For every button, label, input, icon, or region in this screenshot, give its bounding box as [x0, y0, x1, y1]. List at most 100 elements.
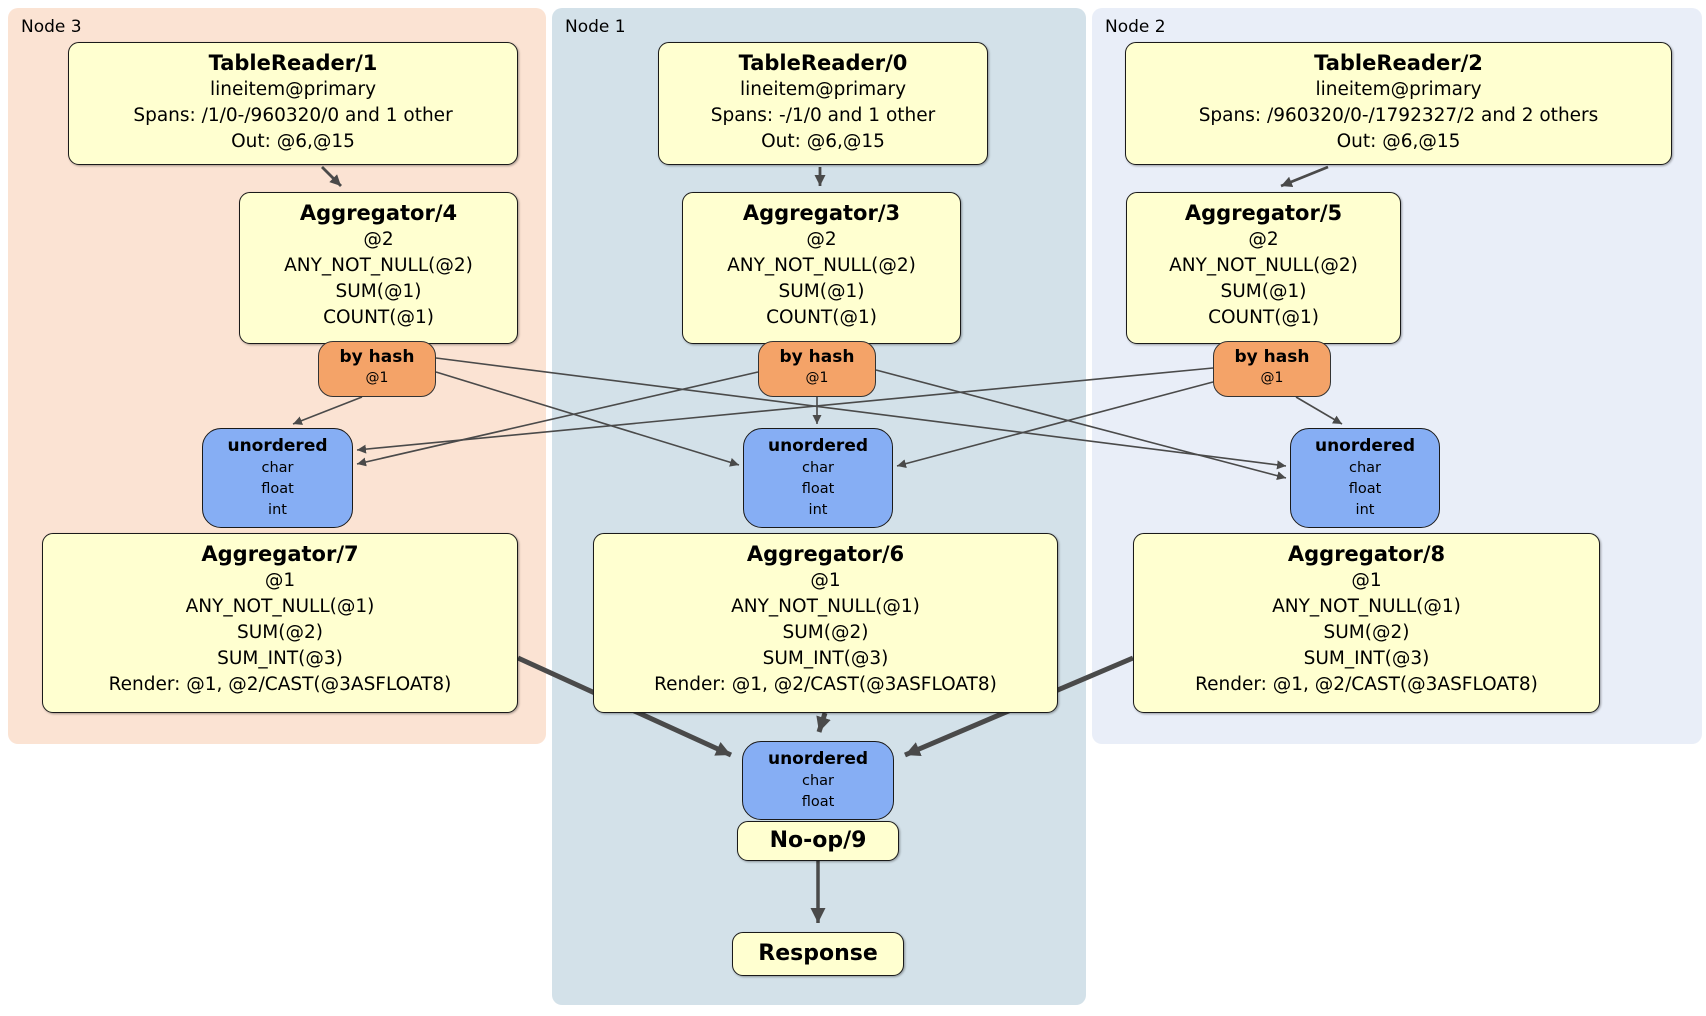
aggregator-5-title: Aggregator/5 [1184, 201, 1343, 225]
aggregator-4-fn2: SUM(@1) [335, 281, 422, 302]
aggregator-7-fn1: ANY_NOT_NULL(@1) [185, 596, 375, 617]
aggregator-8-fn3: SUM_INT(@3) [1303, 648, 1430, 669]
edge-router3-sync3 [292, 396, 363, 425]
hash-router-node2-col: @1 [1260, 370, 1284, 386]
tablereader-0-title: TableReader/0 [738, 51, 908, 75]
sync-node3-type-float: float [261, 481, 294, 497]
unordered-sync-final-label: unordered [767, 749, 869, 769]
tablereader-1-box: TableReader/1 lineitem@primary Spans: /1… [68, 42, 518, 165]
aggregator-7-box: Aggregator/7 @1 ANY_NOT_NULL(@1) SUM(@2)… [42, 533, 518, 713]
tablereader-0-box: TableReader/0 lineitem@primary Spans: -/… [658, 42, 988, 165]
noop-9-title: No-op/9 [769, 828, 867, 853]
aggregator-6-render: Render: @1, @2/CAST(@3ASFLOAT8) [654, 674, 997, 695]
tablereader-0-out: Out: @6,@15 [761, 131, 885, 152]
hash-router-node3-label: by hash [339, 347, 415, 367]
aggregator-4-fn3: COUNT(@1) [323, 307, 434, 328]
sync-node1-type-float: float [801, 481, 835, 497]
aggregator-8-render: Render: @1, @2/CAST(@3ASFLOAT8) [1195, 674, 1538, 695]
sync-node1-type-char: char [801, 460, 834, 476]
aggregator-6-fn3: SUM_INT(@3) [762, 648, 889, 669]
hash-router-node2: by hash @1 [1213, 341, 1331, 397]
sync-node2-type-float: float [1348, 481, 1382, 497]
aggregator-5-box: Aggregator/5 @2 ANY_NOT_NULL(@2) SUM(@1)… [1126, 192, 1401, 344]
edge-router3-sync2 [435, 357, 1287, 470]
node1-label: Node 1 [565, 17, 626, 37]
unordered-sync-node3-label: unordered [227, 436, 328, 456]
tablereader-1-out: Out: @6,@15 [231, 131, 355, 152]
aggregator-7-fn2: SUM(@2) [237, 622, 323, 643]
noop-9-box: No-op/9 [737, 821, 899, 861]
edge-router3-sync1 [435, 371, 740, 467]
sync-final-type-float: float [801, 794, 835, 810]
aggregator-5-fn2: SUM(@1) [1220, 281, 1307, 302]
response-box: Response [732, 932, 904, 976]
sync-node3-type-int: int [268, 502, 287, 518]
edge-router2-sync3 [356, 367, 1214, 454]
aggregator-5-fn3: COUNT(@1) [1208, 307, 1319, 328]
edge-tr2-agg5 [1280, 165, 1329, 188]
tablereader-2-out: Out: @6,@15 [1336, 131, 1461, 152]
aggregator-3-groupcol: @2 [806, 229, 837, 250]
unordered-sync-final: unordered char float [742, 741, 894, 820]
tablereader-0-index: lineitem@primary [739, 79, 907, 100]
hash-router-node3: by hash @1 [318, 341, 436, 397]
edge-agg6-syncfinal [816, 712, 831, 733]
aggregator-8-groupcol: @1 [1351, 570, 1382, 591]
tablereader-0-spans: Spans: -/1/0 and 1 other [710, 105, 936, 126]
aggregator-4-title: Aggregator/4 [299, 201, 458, 225]
aggregator-8-title: Aggregator/8 [1287, 542, 1446, 566]
aggregator-5-groupcol: @2 [1248, 229, 1279, 250]
aggregator-3-fn3: COUNT(@1) [766, 307, 877, 328]
unordered-sync-node2-label: unordered [1314, 436, 1416, 456]
tablereader-2-index: lineitem@primary [1315, 79, 1482, 100]
tablereader-1-index: lineitem@primary [209, 79, 377, 100]
unordered-sync-node2: unordered char float int [1290, 428, 1440, 528]
edge-router1-sync3 [356, 371, 759, 467]
node2-label: Node 2 [1105, 17, 1166, 37]
hash-router-node3-col: @1 [365, 370, 389, 386]
unordered-sync-node1-label: unordered [767, 436, 869, 456]
sync-node1-type-int: int [808, 502, 828, 518]
edge-router2-sync1 [896, 381, 1214, 469]
aggregator-6-fn1: ANY_NOT_NULL(@1) [731, 596, 920, 617]
aggregator-7-title: Aggregator/7 [201, 542, 359, 566]
aggregator-7-groupcol: @1 [264, 570, 296, 591]
aggregator-3-fn2: SUM(@1) [778, 281, 865, 302]
aggregator-8-fn2: SUM(@2) [1323, 622, 1410, 643]
tablereader-1-spans: Spans: /1/0-/960320/0 and 1 other [133, 105, 453, 126]
sync-node2-type-int: int [1355, 502, 1375, 518]
node3-label: Node 3 [21, 17, 82, 37]
edge-router1-sync2 [875, 369, 1287, 481]
aggregator-8-box: Aggregator/8 @1 ANY_NOT_NULL(@1) SUM(@2)… [1133, 533, 1600, 713]
aggregator-4-box: Aggregator/4 @2 ANY_NOT_NULL(@2) SUM(@1)… [239, 192, 518, 344]
hash-router-node1-label: by hash [779, 347, 855, 367]
sync-final-type-char: char [801, 773, 834, 789]
edge-router2-sync2 [1295, 396, 1343, 425]
aggregator-3-fn1: ANY_NOT_NULL(@2) [727, 255, 916, 276]
aggregator-7-fn3: SUM_INT(@3) [217, 648, 343, 669]
aggregator-6-box: Aggregator/6 @1 ANY_NOT_NULL(@1) SUM(@2)… [593, 533, 1058, 713]
sync-node3-type-char: char [261, 460, 294, 476]
aggregator-6-title: Aggregator/6 [746, 542, 905, 566]
tablereader-2-spans: Spans: /960320/0-/1792327/2 and 2 others [1198, 105, 1599, 126]
tablereader-2-title: TableReader/2 [1314, 51, 1483, 75]
aggregator-4-groupcol: @2 [363, 229, 394, 250]
aggregator-3-title: Aggregator/3 [742, 201, 901, 225]
aggregator-4-fn1: ANY_NOT_NULL(@2) [284, 255, 473, 276]
edge-tr1-agg4 [321, 166, 342, 187]
aggregator-7-render: Render: @1, @2/CAST(@3ASFLOAT8) [108, 674, 452, 695]
tablereader-2-box: TableReader/2 lineitem@primary Spans: /9… [1125, 42, 1672, 165]
aggregator-6-groupcol: @1 [810, 570, 841, 591]
hash-router-node1-col: @1 [805, 370, 829, 386]
tablereader-1-title: TableReader/1 [208, 51, 378, 75]
sync-node2-type-char: char [1348, 460, 1381, 476]
response-title: Response [758, 941, 878, 966]
hash-router-node2-label: by hash [1234, 347, 1310, 367]
aggregator-6-fn2: SUM(@2) [782, 622, 869, 643]
hash-router-node1: by hash @1 [758, 341, 876, 397]
aggregator-8-fn1: ANY_NOT_NULL(@1) [1272, 596, 1461, 617]
aggregator-5-fn1: ANY_NOT_NULL(@2) [1169, 255, 1358, 276]
aggregator-3-box: Aggregator/3 @2 ANY_NOT_NULL(@2) SUM(@1)… [682, 192, 961, 344]
unordered-sync-node1: unordered char float int [743, 428, 893, 528]
